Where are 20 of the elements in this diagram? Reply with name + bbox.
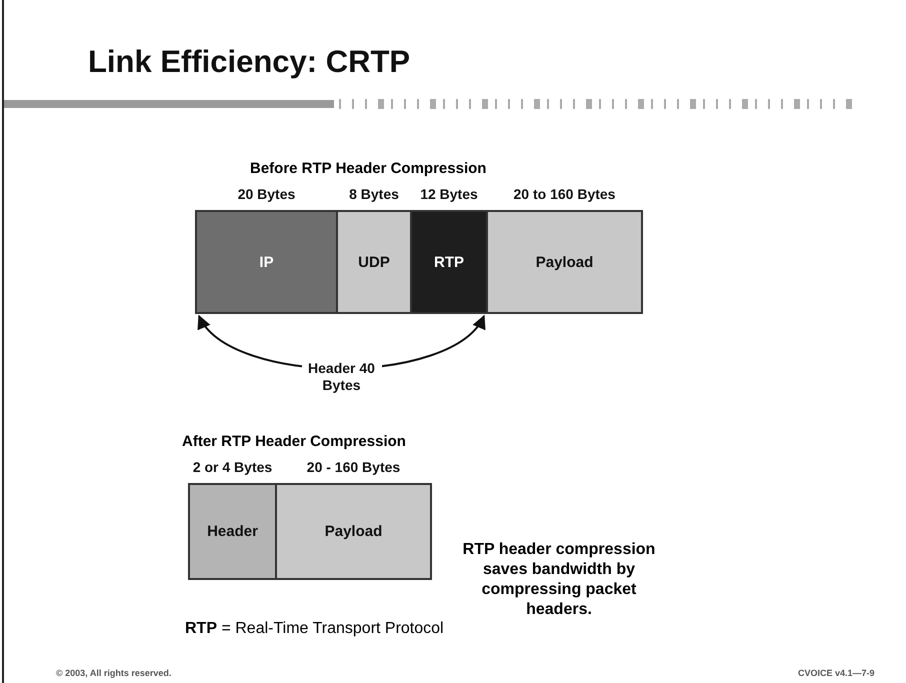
footnote-text: RTP = Real-Time Transport Protocol: [185, 620, 444, 638]
slide-title: Link Efficiency: CRTP: [88, 44, 410, 80]
size-label: 12 Bytes: [420, 186, 478, 202]
field-label: IP: [259, 254, 274, 270]
section-heading: After RTP Header Compression: [182, 433, 406, 450]
copyright-text: © 2003, All rights reserved.: [56, 668, 172, 678]
edge-label: Header 40 Bytes: [302, 360, 382, 394]
section-heading: Before RTP Header Compression: [250, 160, 486, 177]
field-label: RTP: [434, 254, 464, 270]
size-label: 20 Bytes: [238, 186, 296, 202]
size-label: 20 to 160 Bytes: [514, 186, 616, 202]
size-label: 8 Bytes: [349, 186, 399, 202]
size-label: 20 - 160 Bytes: [306, 459, 400, 475]
field-label: UDP: [358, 254, 390, 270]
field-label: Payload: [324, 523, 382, 540]
note-text: RTP header compression saves bandwidth by compressing packet headers.: [462, 540, 656, 620]
field-label: Header: [207, 523, 258, 540]
slide-number: CVOICE v4.1—7-9: [798, 668, 875, 678]
size-label: 2 or 4 Bytes: [192, 459, 272, 475]
field-label: Payload: [536, 254, 594, 270]
